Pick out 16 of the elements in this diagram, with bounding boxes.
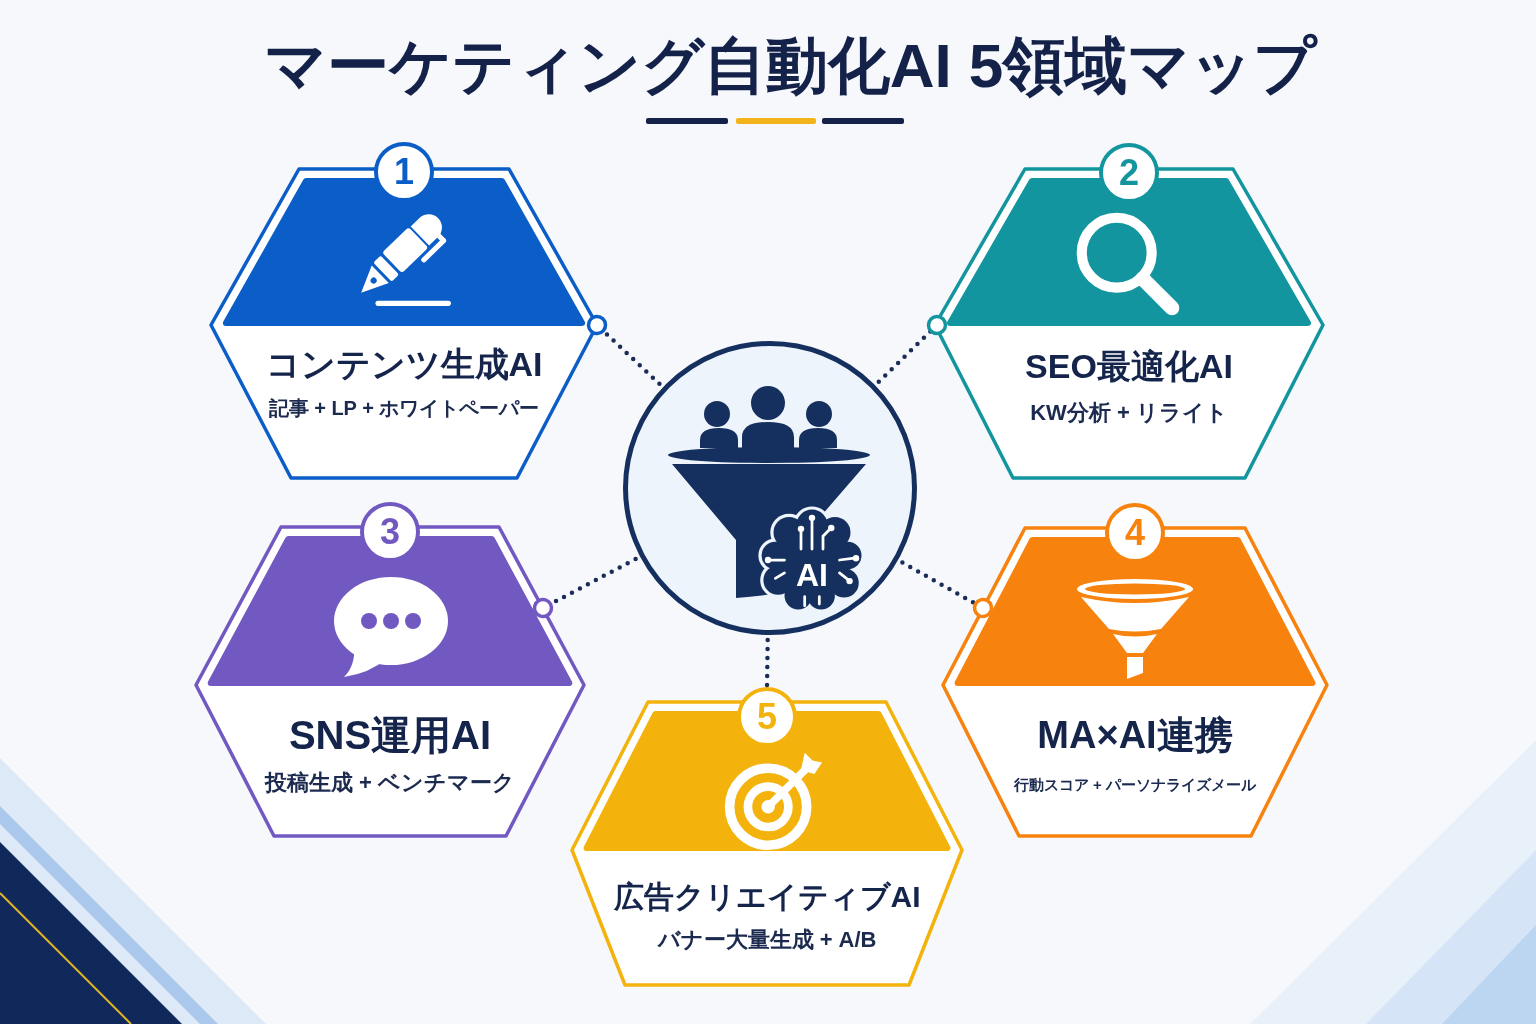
card-subtitle: 投稿生成 + ベンチマーク — [264, 770, 516, 797]
dotted-connector — [532, 556, 638, 619]
dotted-connector — [764, 637, 770, 690]
card-title: SNS運用AI — [288, 712, 492, 759]
ai-label: AI — [795, 556, 829, 595]
hexagon-card — [570, 686, 964, 988]
card-title: コンテンツ生成AI — [265, 344, 543, 385]
card-title: 広告クリエイティブAI — [613, 879, 921, 915]
card-subtitle: 記事 + LP + ホワイトペーパー — [268, 396, 540, 420]
card-subtitle: KW分析 + リライト — [1030, 400, 1228, 427]
card-subtitle: バナー大量生成 + A/B — [657, 927, 877, 954]
card-title: MA×AI連携 — [1037, 713, 1233, 758]
card-title: SEO最適化AI — [1025, 346, 1233, 387]
card-subtitle: 行動スコア + パーソナライズメール — [1013, 776, 1257, 794]
page-title: マーケティング自動化AI 5領域マップ — [262, 30, 1319, 102]
dotted-connector — [900, 560, 994, 619]
